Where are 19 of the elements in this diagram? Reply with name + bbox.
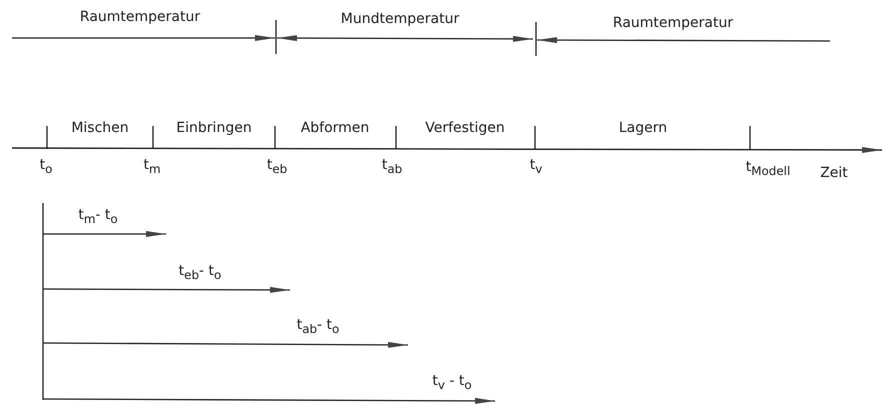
time-label: t$_{eb}$ xyxy=(266,158,288,176)
duration-label: t$_{eb}$- t$_{o}$ xyxy=(178,264,222,282)
phase-label: Mischen xyxy=(71,121,129,135)
duration-label: t$_{v}$ - t$_{o}$ xyxy=(432,374,472,392)
time-label: t$_{Modell}$ xyxy=(746,160,790,178)
phase-label: Verfestigen xyxy=(425,121,505,135)
range-label: Raumtemperatur xyxy=(612,16,734,30)
phase-label: Abformen xyxy=(300,121,370,135)
time-label: t$_{v}$ xyxy=(530,158,542,176)
time-label: t$_{ab}$ xyxy=(382,158,402,176)
duration-label: t$_{m}$- t$_{o}$ xyxy=(78,208,118,226)
duration-label: t$_{ab}$- t$_{o}$ xyxy=(296,318,340,336)
phase-label: Einbringen xyxy=(176,121,252,135)
time-label: t$_{m}$ xyxy=(143,158,161,176)
phase-label: Lagern xyxy=(618,121,668,135)
time-label: t$_{o}$ xyxy=(40,158,52,176)
range-label: Mundtemperatur xyxy=(340,12,460,26)
range-label: Raumtemperatur xyxy=(80,10,200,24)
axis-label: Zeit xyxy=(820,166,848,180)
